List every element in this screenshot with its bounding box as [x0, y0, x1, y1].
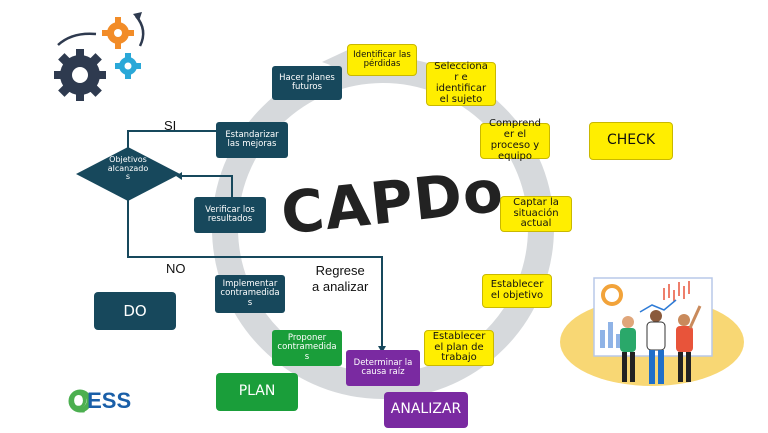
no-connector [127, 190, 383, 348]
logo-letters-ess: ESS [87, 388, 132, 413]
cycle-arrowhead [322, 48, 352, 70]
step-verificar-resultados: Verificar los resultados [194, 197, 266, 233]
return-to-analyze-label: Regrese a analizar [312, 263, 369, 295]
step-seleccionar-sujeto: Selecciona r e identificar el sujeto [426, 62, 496, 106]
step-identificar-perdidas: Identificar las pérdidas [347, 44, 417, 76]
step-establecer-plan: Establecer el plan de trabajo [424, 330, 494, 366]
phase-analizar: ANALIZAR [384, 392, 468, 428]
verify-connector [180, 175, 233, 197]
step-captar-situacion: Captar la situación actual [500, 196, 572, 232]
step-estandarizar-mejoras: Estandarizar las mejoras [216, 122, 288, 158]
phase-plan: PLAN [216, 373, 298, 411]
qess-logo: QESS [70, 388, 131, 414]
gears-icon [54, 12, 145, 101]
decision-no-label: NO [166, 261, 186, 276]
step-comprender-proceso: Comprend er el proceso y equipo [480, 119, 550, 162]
step-implementar-contramedidas: Implementar contramedida s [215, 275, 285, 313]
decision-diamond [76, 147, 180, 201]
decision-yes-label: SI [164, 118, 177, 133]
phase-check: CHECK [589, 122, 673, 160]
step-establecer-objetivo: Establecer el objetivo [482, 274, 552, 308]
decision-label: Objetivos alcanzado s [107, 155, 149, 182]
step-proponer-contramedidas: Proponer contramedida s [272, 330, 342, 366]
phase-do: DO [94, 292, 176, 330]
data-analysis-illustration [560, 277, 744, 386]
step-hacer-planes: Hacer planes futuros [272, 66, 342, 100]
logo-letter-q: Q [70, 388, 88, 413]
qess-logo-mark [68, 389, 92, 413]
step-determinar-causa: Determinar la causa raíz [346, 350, 420, 386]
